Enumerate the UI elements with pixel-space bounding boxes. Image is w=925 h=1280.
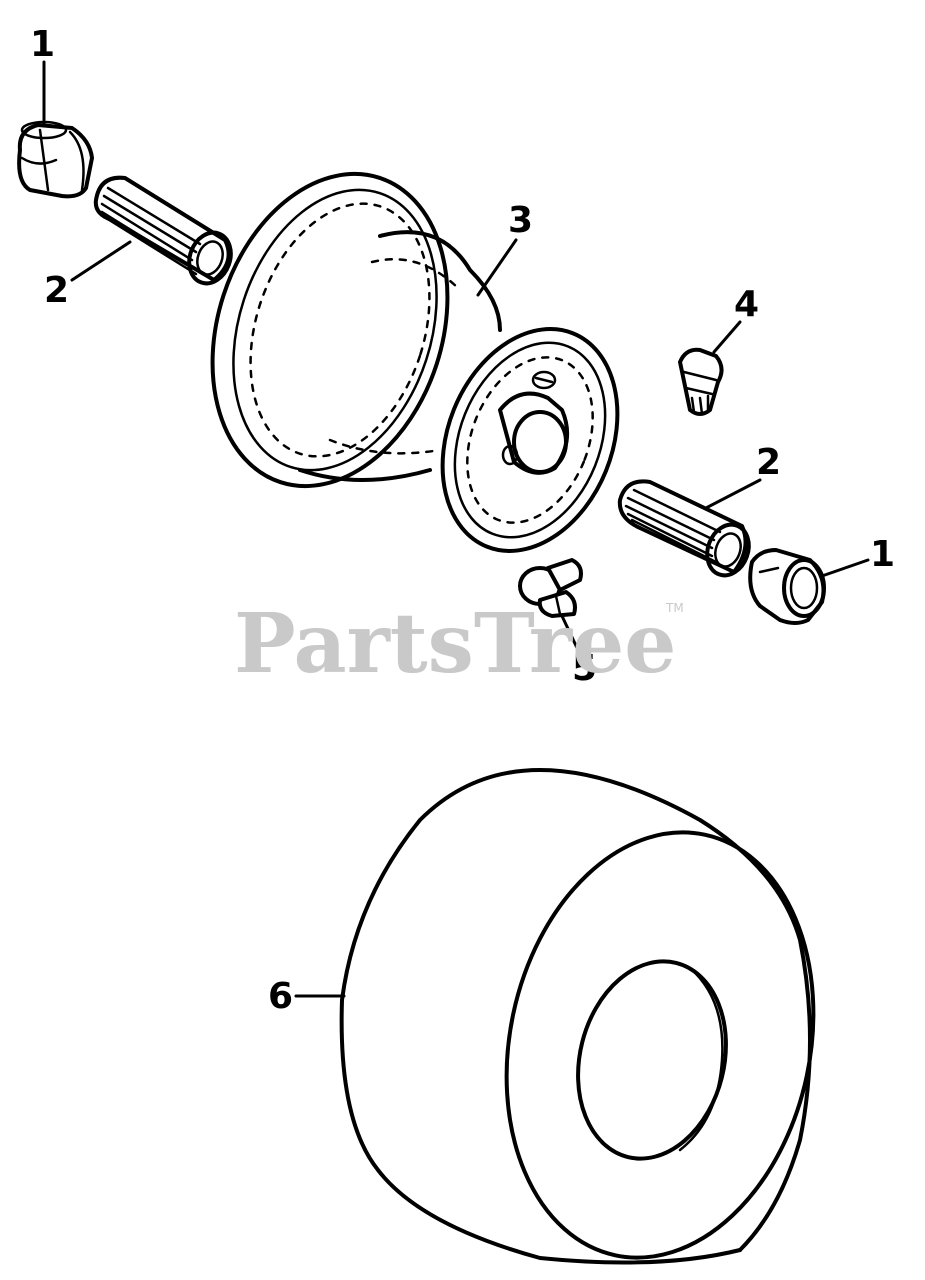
roller-bearing-upper[interactable]: [93, 175, 238, 290]
callout-4: 4: [712, 284, 759, 354]
wheel-rim[interactable]: [174, 143, 649, 577]
callout-label: 4: [734, 284, 759, 325]
callout-label: 5: [572, 648, 597, 689]
callout-label: 1: [870, 534, 895, 575]
watermark-trademark: TM: [665, 601, 684, 615]
callout-3: 3: [476, 200, 533, 297]
callout-label: 3: [508, 200, 533, 241]
callout-label: 1: [30, 24, 55, 65]
flange-nut-upper[interactable]: [17, 120, 94, 199]
callout-label: 6: [268, 976, 293, 1017]
partstree-watermark: PartsTree TM: [234, 596, 684, 692]
tire[interactable]: [339, 768, 852, 1280]
grease-fitting[interactable]: [518, 558, 583, 618]
callout-1-upper: 1: [30, 24, 55, 128]
callout-label: 2: [756, 442, 781, 483]
watermark-text: PartsTree: [234, 596, 676, 692]
callout-5: 5: [560, 614, 597, 689]
callout-2-upper: 2: [44, 240, 132, 311]
callout-1-lower: 1: [820, 534, 895, 578]
roller-bearing-lower[interactable]: [617, 479, 756, 581]
flange-nut-lower[interactable]: [748, 548, 826, 625]
valve-stem[interactable]: [678, 347, 724, 416]
callout-2-lower: 2: [704, 442, 781, 510]
callout-label: 2: [44, 270, 69, 311]
callout-6: 6: [268, 976, 346, 1017]
